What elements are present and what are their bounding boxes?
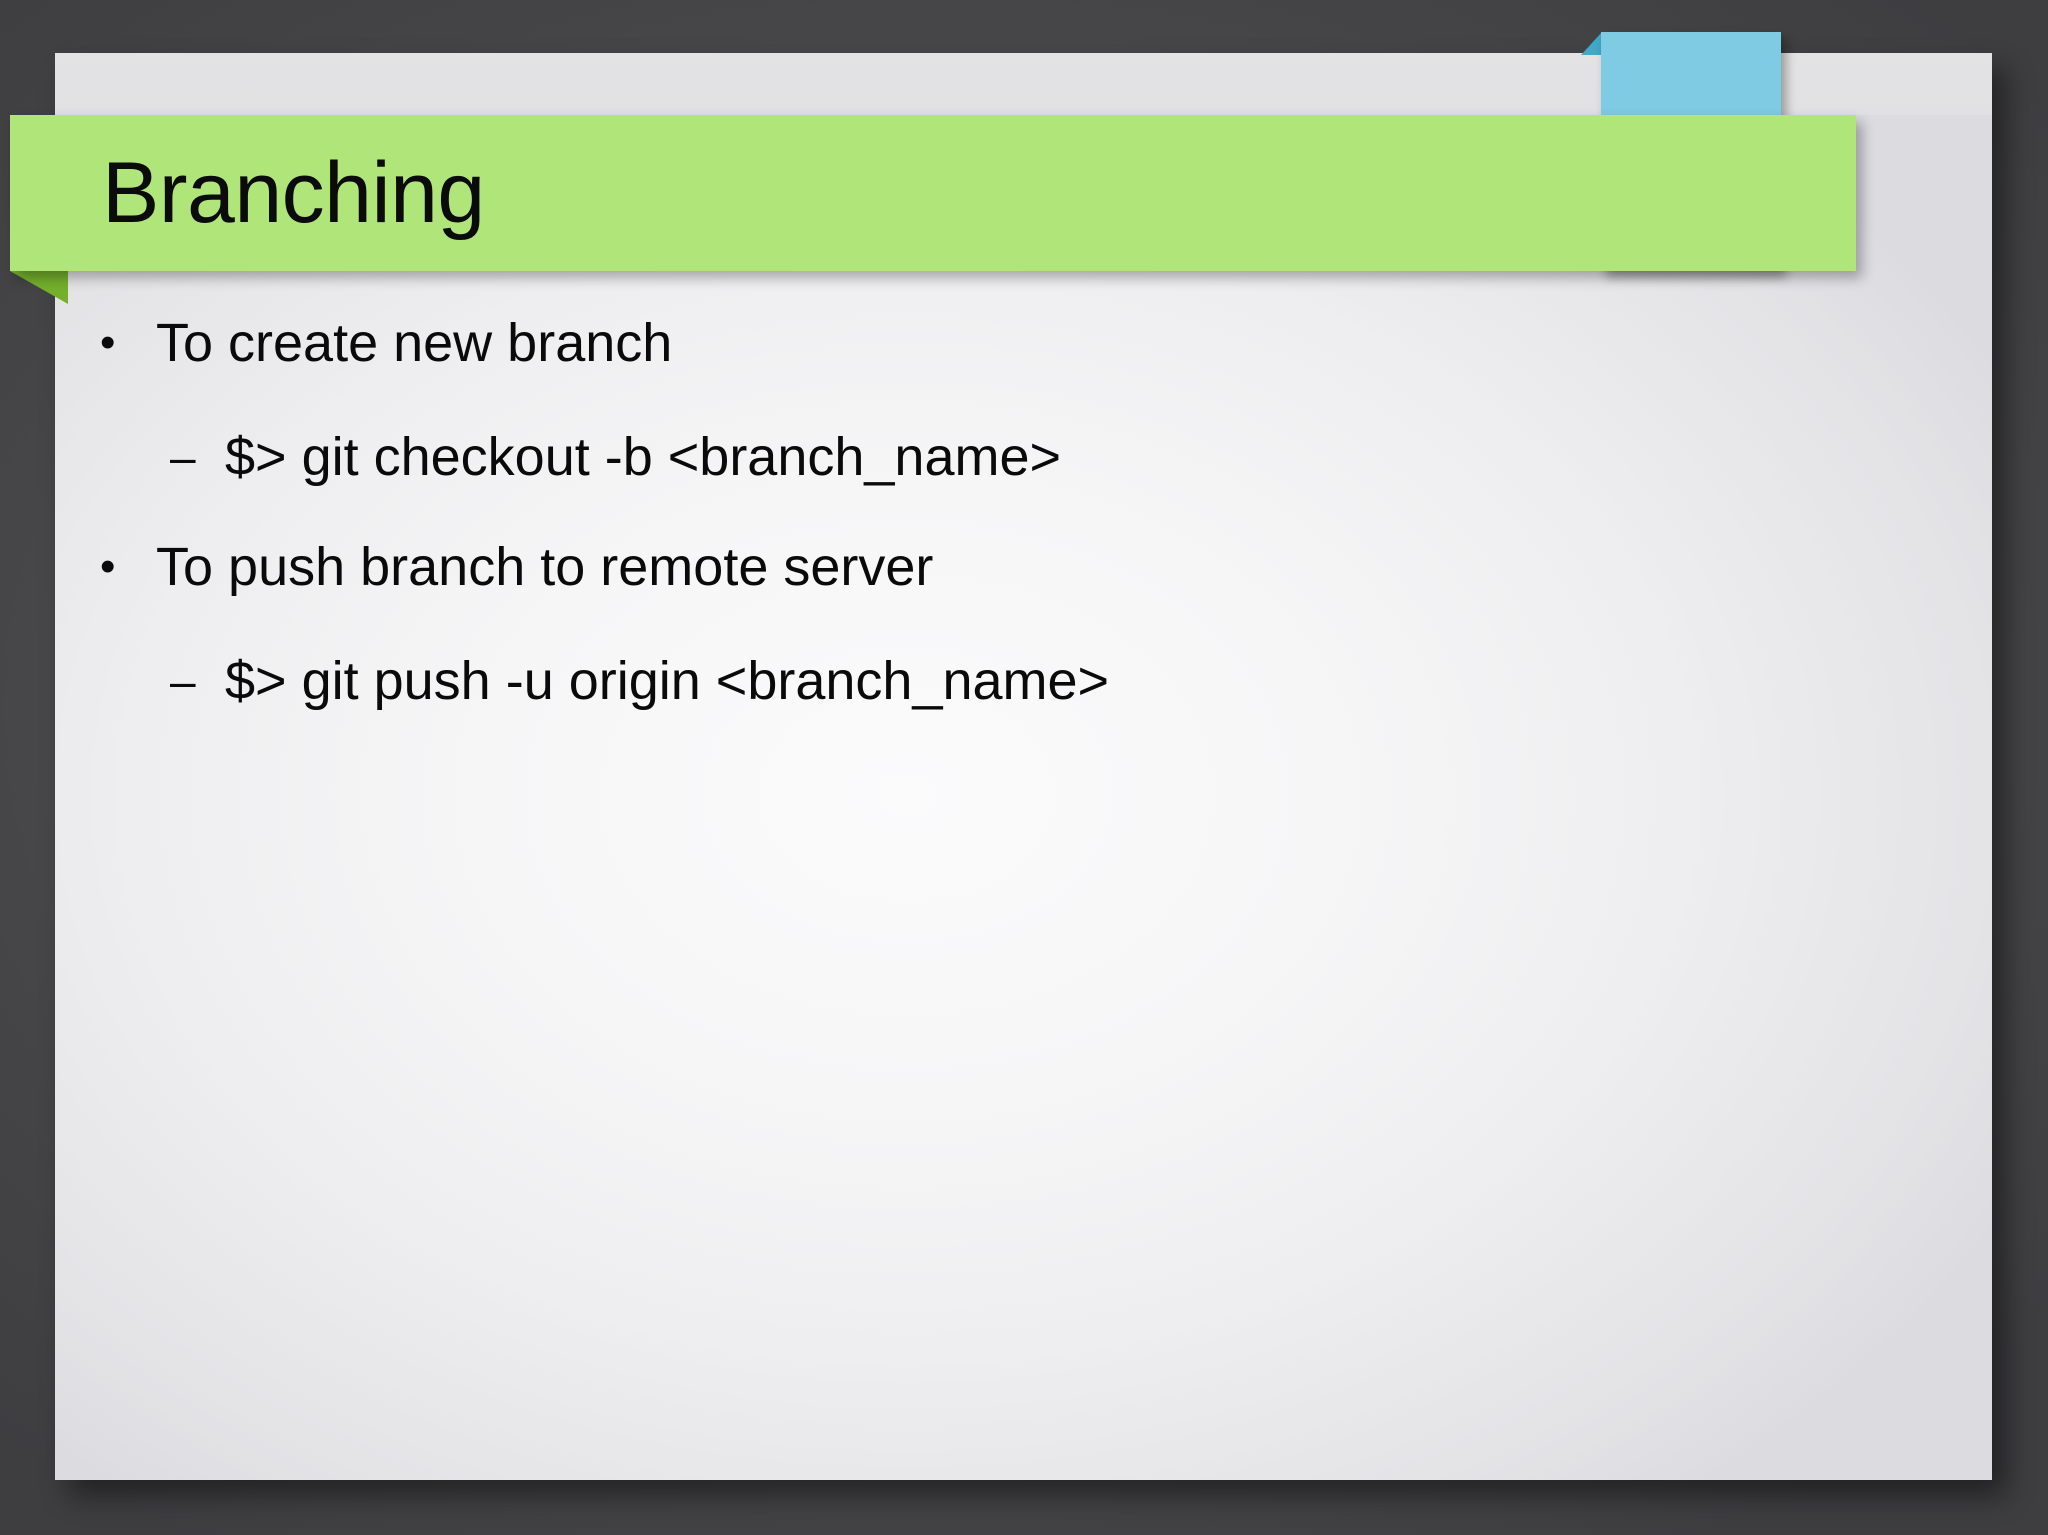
bullet-list: • To create new branch – $> git checkout… (0, 300, 2048, 724)
dash-marker-icon: – (170, 431, 196, 483)
list-item: • To push branch to remote server (0, 524, 2048, 610)
list-item-label: $> git checkout -b <branch_name> (225, 427, 1062, 487)
dash-marker-icon: – (170, 655, 196, 707)
slide-body: • To create new branch – $> git checkout… (0, 300, 2048, 724)
list-item: – $> git push -u origin <branch_name> (0, 638, 2048, 724)
bullet-marker-icon: • (100, 542, 116, 591)
list-item-label: $> git push -u origin <branch_name> (225, 651, 1110, 711)
blue-tab-fold-icon (1581, 32, 1602, 55)
green-banner-fold-icon (10, 271, 68, 304)
page-title: Branching (102, 145, 485, 241)
list-item-label: To push branch to remote server (156, 537, 934, 597)
title-banner: Branching (10, 115, 1856, 271)
list-item-label: To create new branch (156, 313, 673, 373)
bullet-marker-icon: • (100, 318, 116, 367)
list-item: – $> git checkout -b <branch_name> (0, 414, 2048, 500)
list-item: • To create new branch (0, 300, 2048, 386)
